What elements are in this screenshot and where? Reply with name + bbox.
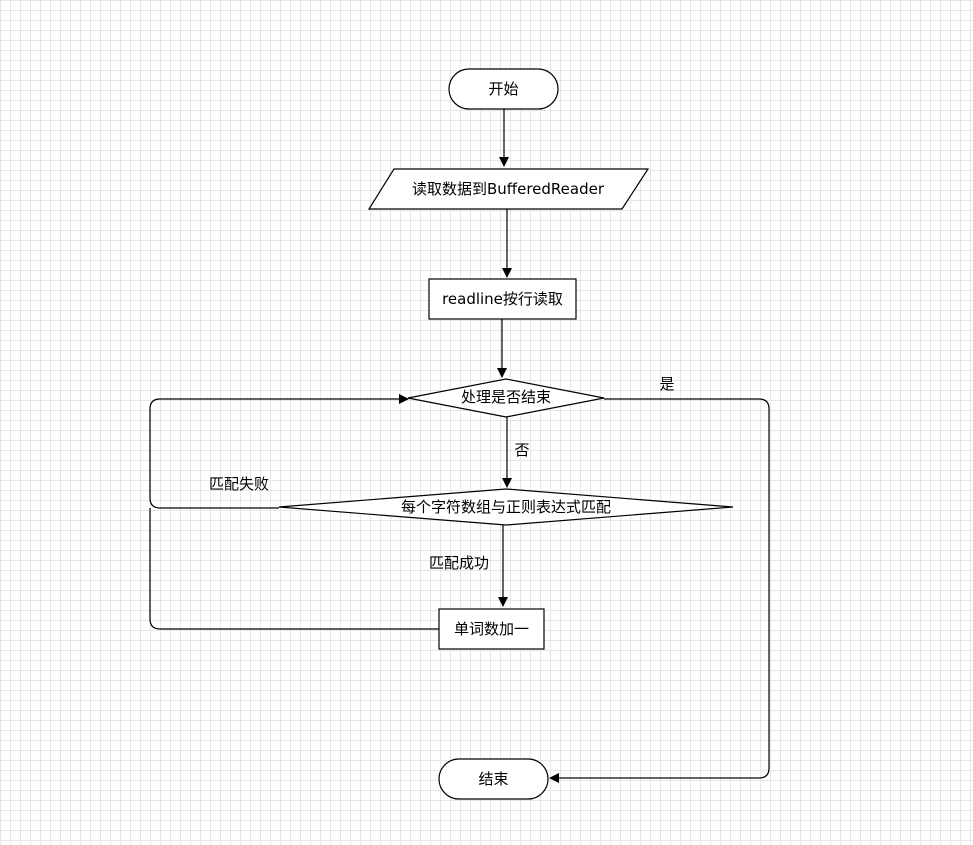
start-node: 开始 bbox=[448, 68, 559, 110]
start-label: 开始 bbox=[488, 80, 518, 98]
check-done-decision: 处理是否结束 bbox=[407, 378, 605, 418]
edge-check-yes-to-end bbox=[549, 398, 770, 783]
match-regex-label: 每个字符数组与正则表达式匹配 bbox=[401, 498, 611, 516]
readline-label: readline按行读取 bbox=[442, 290, 563, 308]
end-node: 结束 bbox=[438, 758, 549, 800]
match-regex-decision: 每个字符数组与正则表达式匹配 bbox=[278, 488, 734, 526]
edge-label-match-success: 匹配成功 bbox=[429, 554, 489, 572]
edge-label-no: 否 bbox=[514, 441, 529, 459]
readline-node: readline按行读取 bbox=[428, 278, 577, 320]
read-data-label: 读取数据到BufferedReader bbox=[412, 180, 605, 198]
edge-label-match-fail: 匹配失败 bbox=[209, 475, 269, 493]
word-count-node: 单词数加一 bbox=[438, 608, 545, 650]
edge-label-yes: 是 bbox=[659, 375, 674, 393]
end-label: 结束 bbox=[478, 770, 508, 788]
check-done-label: 处理是否结束 bbox=[461, 388, 551, 406]
edge-match-fail-loop bbox=[149, 394, 409, 509]
read-data-node: 读取数据到BufferedReader bbox=[367, 168, 650, 210]
word-count-label: 单词数加一 bbox=[454, 620, 529, 638]
edge-count-loop bbox=[149, 508, 439, 630]
